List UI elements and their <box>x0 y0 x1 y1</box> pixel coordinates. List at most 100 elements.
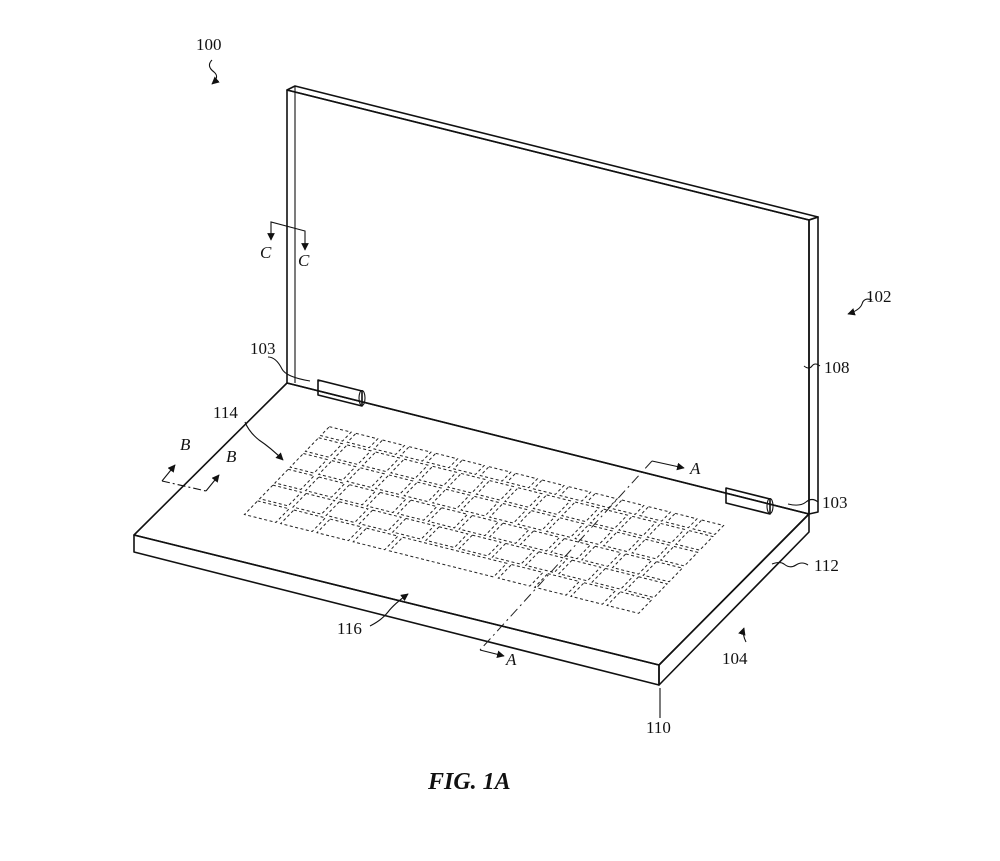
key-outline <box>692 519 725 535</box>
key-outline <box>602 531 642 553</box>
key-outline <box>638 506 672 522</box>
key-outline <box>532 479 565 495</box>
key-outline <box>675 530 714 551</box>
key-outline <box>646 522 686 544</box>
key-outline <box>561 501 600 523</box>
key-outline <box>304 476 346 498</box>
key-outline <box>358 509 403 532</box>
key-outline <box>289 452 329 474</box>
key-outline <box>612 499 645 515</box>
label-palm-rest: 116 <box>337 619 362 638</box>
key-outline <box>606 591 653 614</box>
key-outline <box>519 530 561 552</box>
key-outline <box>497 563 544 587</box>
key-outline <box>418 465 458 487</box>
key-outline <box>447 472 486 494</box>
key-outline <box>426 452 459 469</box>
key-outline <box>585 492 619 509</box>
key-outline <box>504 487 543 508</box>
key-outline <box>316 518 363 542</box>
key-outline <box>274 468 316 490</box>
key-outline <box>333 444 372 466</box>
key-outline <box>458 514 500 537</box>
key-outline <box>335 484 377 506</box>
key-outline <box>291 492 336 515</box>
key-outline <box>524 551 569 574</box>
label-top-surface: 112 <box>814 556 839 575</box>
leader-lines <box>208 59 873 718</box>
section-line-a <box>479 460 685 659</box>
key-outline <box>427 507 469 529</box>
key-outline <box>458 534 502 557</box>
key-outline <box>396 499 438 521</box>
key-outline <box>491 542 536 565</box>
label-hinge-left: 103 <box>250 339 276 358</box>
key-outline <box>589 508 629 530</box>
key-outline <box>317 460 357 481</box>
key-outline <box>505 472 539 489</box>
section-c-left: C <box>260 243 272 262</box>
key-outline <box>532 494 572 516</box>
key-outline <box>279 509 327 533</box>
key-outline <box>304 437 344 458</box>
key-outline <box>460 495 500 517</box>
key-outline <box>631 538 671 560</box>
key-outline <box>611 553 653 575</box>
key-outline <box>557 559 602 582</box>
key-outline <box>361 451 401 473</box>
key-outline <box>642 561 684 583</box>
key-outline <box>591 567 635 590</box>
key-outline <box>325 501 369 524</box>
key-outline <box>390 458 429 480</box>
key-outline <box>399 446 432 462</box>
key-outline <box>574 524 614 546</box>
section-line-c <box>267 221 309 251</box>
key-outline <box>533 573 581 596</box>
key-outline <box>372 439 406 455</box>
label-display-housing: 102 <box>866 287 892 306</box>
spacebar-outline <box>388 536 508 578</box>
key-outline <box>559 486 592 502</box>
key-outline <box>374 474 414 496</box>
label-front-edge: 110 <box>646 718 671 737</box>
hinge-left <box>317 379 366 407</box>
key-outline <box>545 517 585 538</box>
key-outline <box>624 576 669 599</box>
key-outline <box>452 459 486 475</box>
section-line-b <box>161 464 220 492</box>
key-outline <box>488 502 528 524</box>
key-outline <box>665 512 698 529</box>
label-base-housing: 104 <box>722 649 748 668</box>
key-outline <box>479 466 512 482</box>
key-outline <box>618 515 657 537</box>
hinge-right <box>725 487 774 515</box>
section-c-right: C <box>298 251 310 270</box>
key-outline <box>580 545 622 567</box>
section-b-right: B <box>226 447 237 466</box>
key-outline <box>391 517 436 540</box>
label-hinge-right: 103 <box>822 493 848 512</box>
key-outline <box>424 526 469 549</box>
key-outline <box>659 545 699 567</box>
key-outline <box>319 426 353 442</box>
key-outline <box>366 491 408 514</box>
keyboard-region <box>243 426 725 614</box>
key-outline <box>346 467 386 488</box>
label-device: 100 <box>196 35 222 54</box>
key-outline <box>517 510 557 531</box>
label-display-edge: 108 <box>824 358 850 377</box>
key-outline <box>569 582 617 605</box>
label-keyboard: 114 <box>213 403 238 422</box>
key-outline <box>475 480 515 501</box>
section-a-bottom: A <box>505 650 517 669</box>
figure-caption: FIG. 1A <box>427 769 511 795</box>
key-outline <box>403 481 443 503</box>
section-a-top: A <box>689 459 701 478</box>
key-outline <box>243 500 291 523</box>
key-outline <box>431 488 471 510</box>
key-outline <box>550 537 592 560</box>
key-outline <box>346 432 379 449</box>
key-outline <box>352 527 399 551</box>
laptop-base <box>133 382 810 686</box>
